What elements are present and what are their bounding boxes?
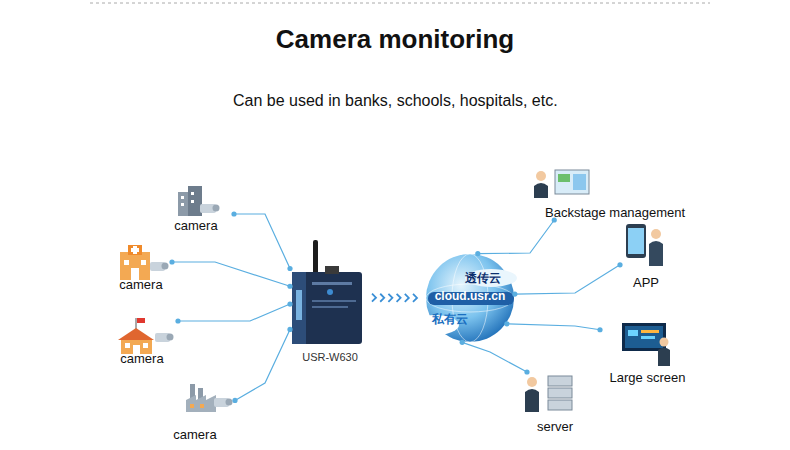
node-label: APP [633, 275, 659, 290]
chevron [380, 294, 384, 302]
node-label: Large screen [610, 370, 686, 385]
connector-line [232, 327, 292, 403]
wire [172, 262, 290, 286]
backstage-node: Backstage management [528, 166, 703, 220]
wire [507, 324, 600, 330]
wire [462, 342, 527, 372]
connector-line [475, 217, 557, 256]
connector-line [504, 321, 602, 332]
wire-dot [617, 262, 622, 267]
wire-dot [460, 340, 465, 345]
wire-dot [524, 369, 529, 374]
connector-line [512, 262, 622, 296]
connector-line [231, 211, 292, 271]
camera-node: camera [106, 316, 178, 366]
wire-dot [475, 251, 480, 256]
node-label: camera [173, 427, 216, 442]
wire [478, 220, 554, 254]
school-camera-icon [118, 318, 174, 354]
cloud-globe [411, 254, 517, 342]
large-screen-node: Large screen [600, 320, 695, 385]
node-label: server [537, 419, 573, 434]
wire-dot [287, 266, 292, 271]
camera-node: camera [155, 378, 235, 442]
wire-dot [287, 327, 292, 332]
node-label: USR-W630 [302, 350, 358, 365]
wire-dot [287, 284, 292, 289]
router-device [292, 240, 362, 344]
wire-dot [232, 398, 237, 403]
wire-dot [231, 211, 236, 216]
wire-dot [504, 321, 509, 326]
node-label: camera [120, 351, 163, 366]
camera-node: camera [110, 242, 172, 292]
connector-line [175, 301, 292, 323]
wire-dot [597, 327, 602, 332]
app-node: APP [620, 220, 672, 290]
building-camera-icon [178, 186, 220, 216]
connector-line [169, 259, 292, 288]
wire [234, 214, 290, 268]
cloud-node: 透传云 cloud.usr.cn 私有云 [420, 250, 520, 346]
chevron-connector [372, 294, 417, 302]
router-node: USR-W630 [290, 238, 370, 365]
subtitle-note: Can be used in banks, schools, hospitals… [233, 92, 558, 110]
wire-dot [175, 318, 180, 323]
connector-line [460, 340, 530, 375]
chevron [413, 294, 417, 302]
camera-node: camera [158, 183, 234, 233]
wire-dot [287, 301, 292, 306]
wire [235, 329, 290, 400]
wire [178, 304, 290, 321]
chevron [405, 294, 409, 302]
wire-dot [512, 291, 517, 296]
node-label: cloud.usr.cn [435, 289, 506, 303]
factory-camera-icon [186, 384, 233, 412]
node-label: camera [174, 218, 217, 233]
top-rule [90, 3, 710, 4]
app-icon [626, 224, 663, 266]
large-screen-icon [622, 323, 670, 366]
node-label: 私有云 [432, 312, 468, 326]
server-icon [525, 376, 572, 412]
node-label: 透传云 [465, 271, 501, 285]
chevron [372, 294, 376, 302]
chevron [397, 294, 401, 302]
wire [515, 265, 620, 294]
hospital-camera-icon [120, 245, 169, 280]
wire-dot [169, 259, 174, 264]
node-label: camera [119, 277, 162, 292]
backstage-icon [534, 170, 589, 198]
server-node: server [515, 372, 595, 434]
node-label: Backstage management [545, 205, 685, 220]
diagram-title: Camera monitoring [0, 24, 790, 55]
chevron [388, 294, 392, 302]
